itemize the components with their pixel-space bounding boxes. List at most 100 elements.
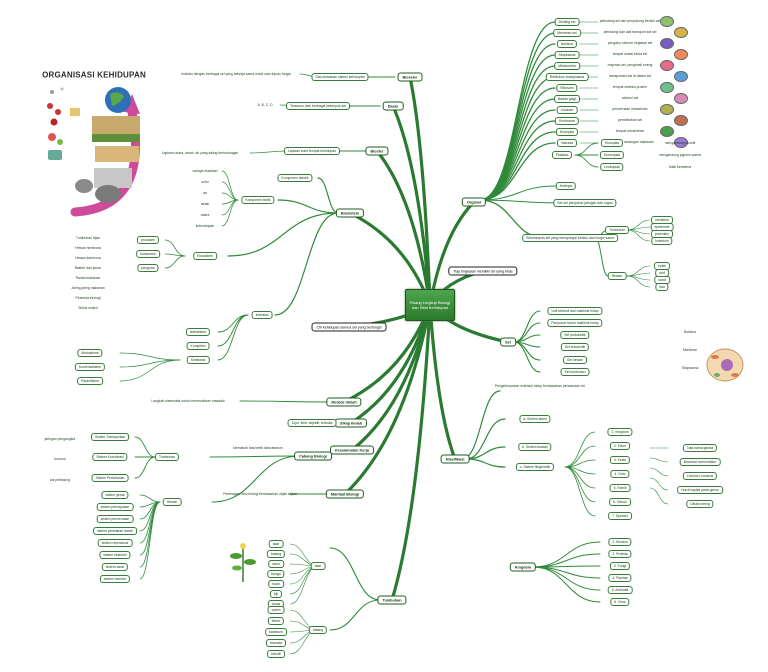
biotik-item-2[interactable]: pengurai [137,264,159,272]
plant-tissue-1[interactable]: floem [267,617,285,625]
plant-organ-0[interactable]: akar [268,540,284,548]
tumbuhan-group[interactable]: Tumbuhan [154,453,180,461]
hewan-item-4[interactable]: sistem reproduksi [97,539,133,547]
sel-item-0[interactable]: Unit terkecil dari makhluk hidup [547,307,603,315]
branch-sel[interactable]: Sel [500,337,516,347]
hewan-item-3[interactable]: sistem peredaran darah [93,527,137,535]
organel-extra-sel[interactable]: Sel-sel penyusun jaringan dan organ [553,199,617,207]
organel-item-0[interactable]: Dinding sel [554,18,580,26]
dasar-detail[interactable]: Tersusun oleh berbagai kelompok sel [286,102,350,110]
sel-item-3[interactable]: Sel eukariotik [560,343,590,351]
central-topic[interactable]: Ruang Lingkup Biologi dan Sifat Kehidupa… [405,289,455,321]
plant-tissue-2[interactable]: kambium [265,628,287,636]
biotik-item-0[interactable]: produsen [136,236,160,244]
organel-item-1[interactable]: Membran sel [553,29,581,37]
klasifikasi-sub-1[interactable]: b. Sistem buatan [518,443,552,451]
interaksi-item-1[interactable]: Kompetisi [186,342,210,350]
kingdom-item-2[interactable]: 3. Fungi [609,562,631,570]
klasifikasi-note-2[interactable]: Carolus Linnaeus [682,472,718,480]
plant-organ-1[interactable]: batang [266,550,286,558]
plant-group-a[interactable]: akar [310,562,326,570]
plant-tissue-0[interactable]: xylem [267,606,285,614]
organel-item-9[interactable]: Sentrosom [554,117,580,125]
plant-organ-5[interactable]: biji [269,590,283,598]
biosfer-detail[interactable]: Lapisan bumi tempat kehidupan [283,147,341,155]
organel-item-5[interactable]: Retikulum endoplasma [545,73,589,81]
sikap-detail[interactable]: Jujur, teliti, objektif, terbuka [287,419,337,427]
branch-organel[interactable]: Organel [461,197,487,207]
biosistem-topic-ekosistem[interactable]: Ekosistem [193,252,217,260]
klasifikasi-note-3[interactable]: Huruf kapital pada genus [677,486,723,494]
organel-item-11[interactable]: Vakuola [556,139,578,147]
klasifikasi-level-4[interactable]: 5. Famili [609,484,631,492]
hewan-item-1[interactable]: sistem pernapasan [96,503,134,511]
hewan-item-0[interactable]: sistem gerak [101,491,129,499]
hewan-item-7[interactable]: sistem hormon [99,575,131,583]
biosistem-topic-biotik[interactable]: Komponen biotik [241,196,275,204]
klasifikasi-level-3[interactable]: 4. Ordo [610,470,630,478]
kingdom-item-5[interactable]: 6. Virus [610,598,630,606]
klasifikasi-note-1[interactable]: Binomial nomenklatur [679,458,721,466]
branch-biosistem[interactable]: Biosistem [335,208,365,218]
klasifikasi-note-0[interactable]: Tata nama ganda [682,444,718,452]
branch-sikap[interactable]: Sikap Ilmiah [334,418,368,428]
hewan-group[interactable]: Hewan [162,498,182,506]
klasifikasi-level-0[interactable]: 1. Kingdom [607,428,633,436]
plant-tissue-3[interactable]: stomata [265,639,287,647]
branch-kingdom[interactable]: Kingdom [509,562,537,572]
klasifikasi-level-5[interactable]: 6. Genus [609,498,631,506]
interaksi-item-2[interactable]: Simbiosis [186,356,210,364]
organel-item-10[interactable]: Kloroplas [555,128,579,136]
klasifikasi-level-1[interactable]: 2. Filum [609,442,631,450]
kingdom-item-0[interactable]: 1. Monera [608,538,632,546]
branch-manfaat[interactable]: Manfaat Biologi [325,489,365,499]
callout-bottom[interactable]: Ciri kehidupan semua sel yang berfungsi [311,322,387,332]
hewan-item-5[interactable]: sistem ekskresi [99,551,131,559]
callout-top[interactable]: Tiap tingkatan memiliki ciri yang khas [448,266,518,276]
plant-organ-3[interactable]: bunga [267,570,285,578]
klasifikasi-sub-2[interactable]: c. Sistem filogenetik [515,463,555,471]
sel-item-5[interactable]: Sel tumbuhan [560,368,590,376]
bioseler-detail[interactable]: Satu kesatuan sistem kehidupan [311,73,369,81]
biosistem-topic-abiotik[interactable]: Komponen abiotik [277,174,313,182]
sel-item-1[interactable]: Penyusun tubuh makhluk hidup [547,319,603,327]
organel-item-4[interactable]: Mitokondria [554,62,580,70]
branch-bioseler[interactable]: Bioseler [397,72,423,82]
plant-tissue-4[interactable]: klorofil [267,650,285,658]
biotik-item-1[interactable]: konsumen [136,250,160,258]
organel-item-7[interactable]: Badan golgi [554,95,580,103]
interaksi-item-0[interactable]: Netralisme [185,328,211,336]
branch-keselamatan[interactable]: Keselamatan Kerja [330,445,374,455]
organel-item-8[interactable]: Lisosom [556,106,578,114]
plant-organ-2[interactable]: daun [268,560,284,568]
kingdom-item-4[interactable]: 5. Animalia [607,586,633,594]
plastida-item-1[interactable]: Kromoplas [599,151,625,159]
tumbuhan-top-0[interactable]: Sistem Transportasi [91,433,129,441]
organel-item-2[interactable]: Nukleus [556,40,578,48]
jaringan-group-tumbuhan[interactable]: Tumbuhan [604,226,630,234]
sel-item-2[interactable]: Sel prokariotik [560,331,590,339]
branch-organ-tumbuhan[interactable]: Tumbuhan [377,595,407,605]
kingdom-item-3[interactable]: 4. Plantae [608,574,632,582]
tumbuhan-top-1[interactable]: Sistem Koordinasi [92,453,128,461]
jaringan-node[interactable]: Sekelompok sel yang mempunyai bentuk dan… [522,234,618,242]
organel-item-3[interactable]: Sitoplasma [554,51,580,59]
klasifikasi-level-6[interactable]: 7. Spesies [608,512,632,520]
organel-extra-kelenjar[interactable]: Kelenjar [555,182,577,190]
hewan-item-2[interactable]: sistem pencernaan [96,515,134,523]
biosistem-topic-interaksi[interactable]: Interaksi [251,311,273,319]
organel-item-6[interactable]: Ribosom [556,84,578,92]
klasifikasi-note-4[interactable]: Ditulis miring [686,500,714,508]
plant-group-b[interactable]: batang [308,626,328,634]
plastida-item-2[interactable]: Leukoplas [600,163,624,171]
branch-dasar[interactable]: Dasar [382,101,404,111]
plastida-node[interactable]: Plastida [551,151,573,159]
branch-biosfer[interactable]: Biosfer [365,146,389,156]
simbiosis-item-2[interactable]: Parasitisme [77,377,103,385]
jaringan-group-hewan[interactable]: Hewan [607,272,627,280]
branch-cabang[interactable]: Cabang Biologi [294,451,332,461]
plant-organ-4[interactable]: buah [268,580,284,588]
branch-metode[interactable]: Metode Ilmiah [326,397,362,407]
tumbuhan-top-2[interactable]: Sistem Pertahanan [91,474,129,482]
simbiosis-item-1[interactable]: Komensalisme [74,363,106,371]
